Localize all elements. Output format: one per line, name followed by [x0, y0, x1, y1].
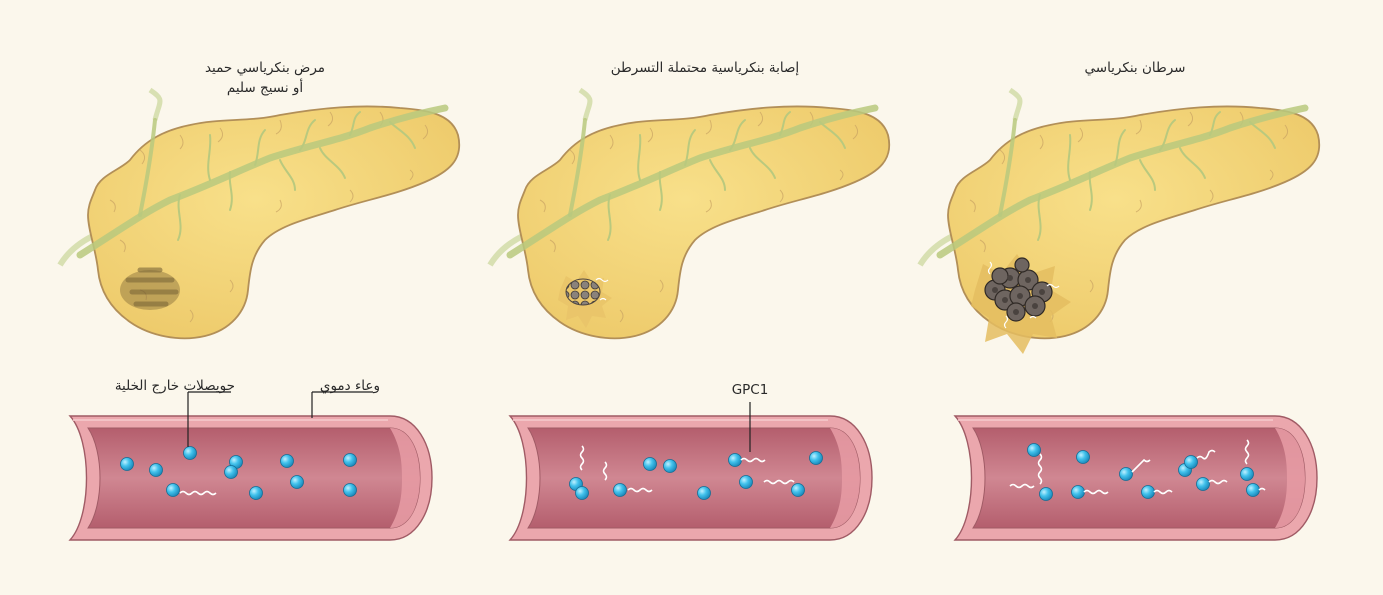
- exosome-label: حويصلات خارج الخلية: [80, 376, 235, 396]
- stage-benign-title-line1: مرض بنكرياسي حميد: [170, 58, 360, 78]
- stage-cancer-title-line1: سرطان بنكرياسي: [1040, 58, 1230, 78]
- stage-precancerous-title-line1: إصابة بنكرياسية محتملة التسرطن: [580, 58, 830, 78]
- gpc1-label: GPC1: [725, 380, 775, 400]
- stage-benign-title: مرض بنكرياسي حميد أو نسيج سليم: [170, 58, 360, 98]
- stage-benign-title-line2: أو نسيج سليم: [170, 78, 360, 98]
- vessel-label: وعاء دموي: [295, 376, 380, 396]
- vessel-precancerous: [510, 416, 872, 540]
- pancreas-benign: [60, 90, 459, 338]
- benign-lesion: [120, 270, 180, 310]
- vessel-cancer: [955, 416, 1317, 540]
- stage-precancerous-title: إصابة بنكرياسية محتملة التسرطن: [580, 58, 830, 78]
- pancreas-cancer: [920, 90, 1319, 354]
- stage-cancer-title: سرطان بنكرياسي: [1040, 58, 1230, 78]
- pancreas-precancerous: [490, 90, 889, 338]
- vessel-benign: [70, 416, 432, 540]
